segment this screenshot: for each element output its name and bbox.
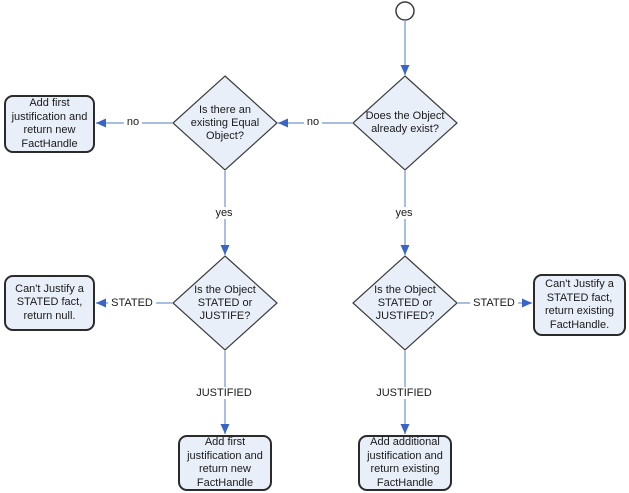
box-add-first-bottom: Add first justification and return new F… bbox=[178, 435, 272, 491]
decision-does-exist-shape bbox=[352, 75, 458, 171]
edge-label-stated-right: STATED bbox=[470, 297, 518, 309]
box-add-first-top: Add first justification and return new F… bbox=[4, 95, 95, 153]
decision-equal-object-shape bbox=[172, 75, 278, 171]
decision-stated-or-justifed-shape bbox=[352, 255, 458, 351]
edge-label-yes-right: yes bbox=[392, 207, 416, 219]
edge-label-justified-right: JUSTIFIED bbox=[373, 387, 435, 399]
edge-label-stated-left: STATED bbox=[108, 297, 156, 309]
edge-label-no-left: no bbox=[123, 116, 143, 128]
box-cant-justify-existing: Can't Justify a STATED fact, return exis… bbox=[533, 274, 626, 336]
decision-stated-or-justife-shape bbox=[172, 255, 278, 351]
edge-label-no-right: no bbox=[303, 116, 323, 128]
edge-label-justified-left: JUSTIFIED bbox=[193, 387, 255, 399]
edge-label-yes-left: yes bbox=[212, 207, 236, 219]
box-cant-justify-null: Can't Justify a STATED fact, return null… bbox=[4, 275, 95, 331]
start-node bbox=[395, 1, 415, 21]
box-add-additional: Add additional justification and return … bbox=[358, 435, 452, 491]
